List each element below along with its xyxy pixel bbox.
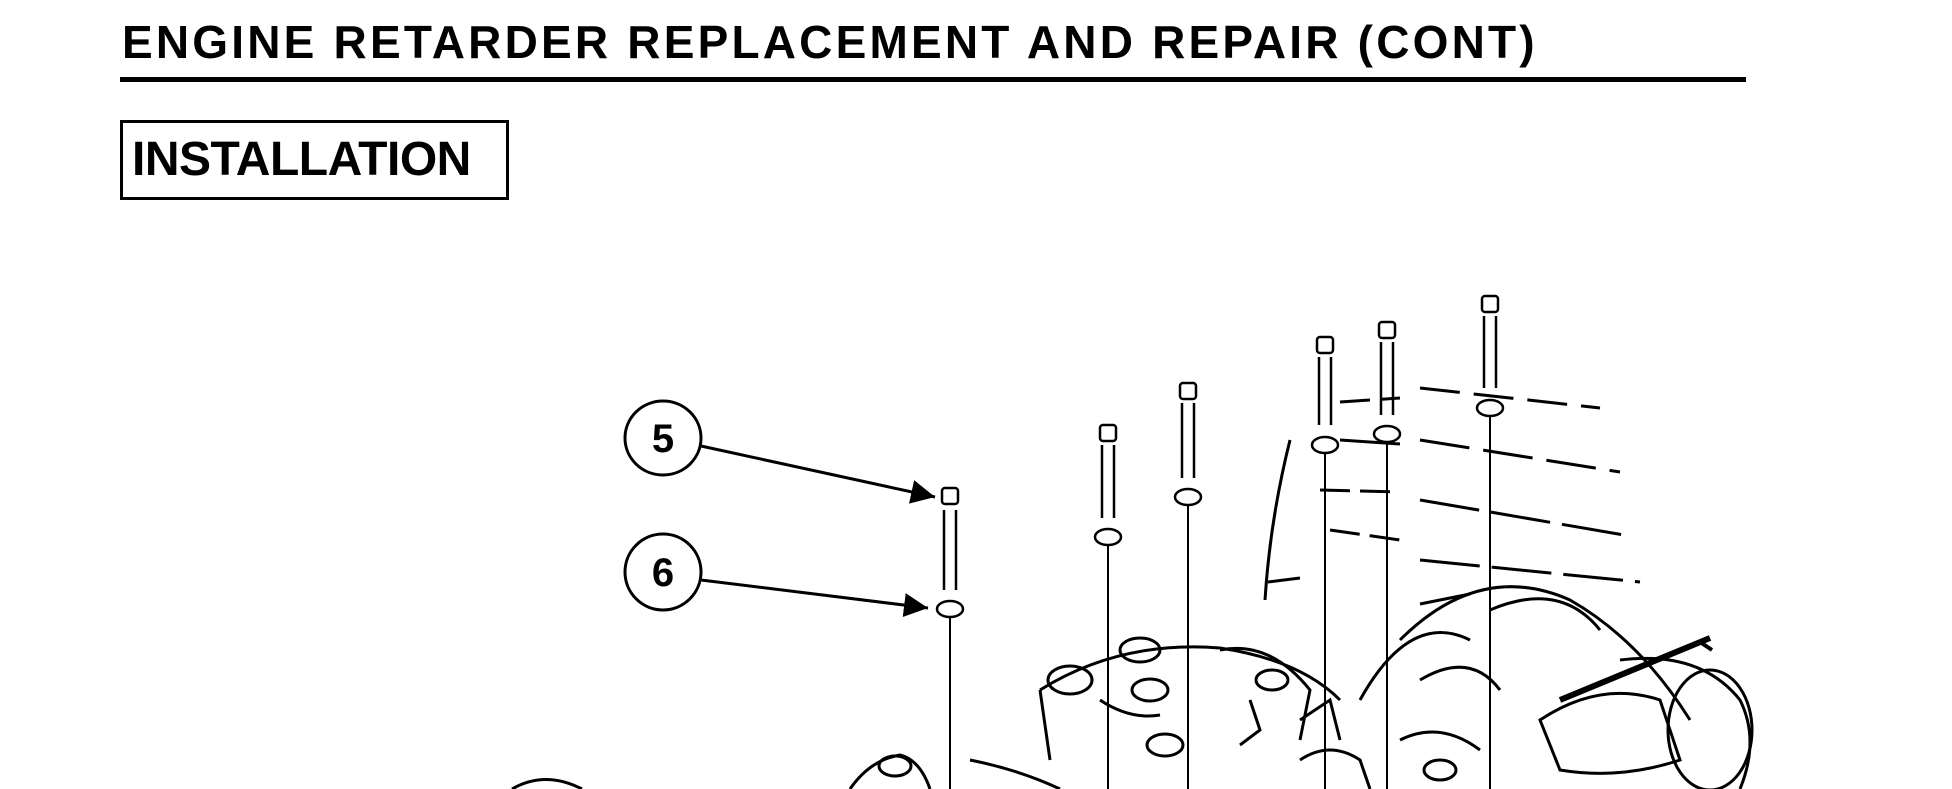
retarder-housing	[848, 386, 1754, 789]
bolt-3	[1173, 381, 1203, 789]
bolt-group	[935, 294, 1505, 789]
bolt-5	[1372, 320, 1402, 789]
page-title: ENGINE RETARDER REPLACEMENT AND REPAIR (…	[122, 16, 1538, 68]
bolt-6	[1475, 294, 1505, 789]
callout-5-label: 5	[652, 417, 674, 461]
callout-5: 5	[623, 399, 936, 504]
bolt-2	[1093, 423, 1123, 789]
title-underline	[120, 77, 1746, 82]
callout-6: 6	[623, 532, 929, 617]
callout-partial	[511, 778, 583, 789]
bolt-4	[1310, 335, 1340, 789]
callout-6-label: 6	[652, 551, 674, 595]
section-heading: INSTALLATION	[132, 133, 471, 186]
section-heading-box	[120, 120, 509, 200]
bolt-1	[935, 486, 965, 789]
